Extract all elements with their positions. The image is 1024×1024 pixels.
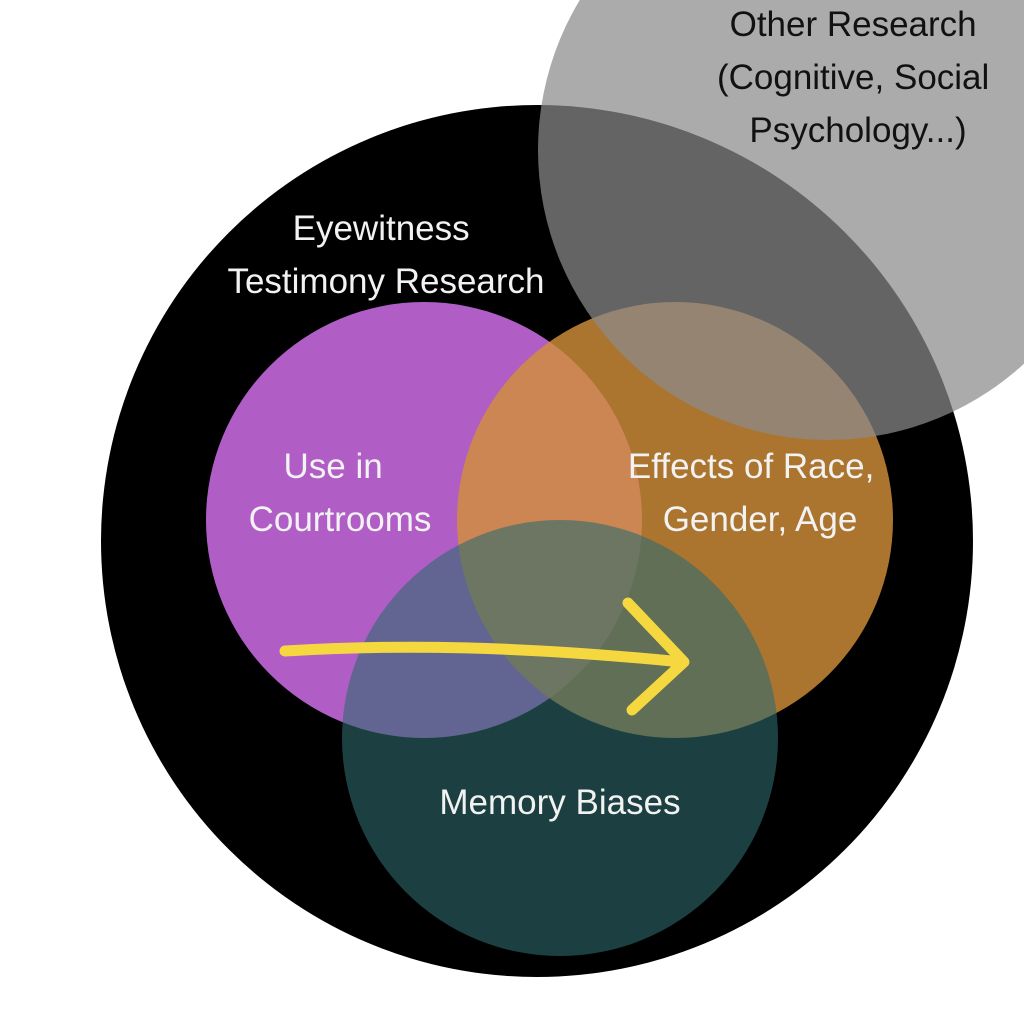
arrow-head	[622, 597, 690, 716]
other-research-label: Other Research (Cognitive, Social Psycho…	[717, 5, 999, 150]
progression-arrow	[279, 597, 690, 716]
memory-biases-label: Memory Biases	[439, 783, 680, 822]
race-gender-age-label: Effects of Race, Gender, Age	[628, 447, 884, 539]
arrow-shaft	[279, 641, 688, 668]
eyewitness-research-label: Eyewitness Testimony Research	[227, 209, 544, 301]
other-research-circle	[538, 0, 1024, 440]
memory-biases-circle	[342, 520, 778, 956]
courtrooms-label: Use in Courtrooms	[249, 447, 432, 539]
